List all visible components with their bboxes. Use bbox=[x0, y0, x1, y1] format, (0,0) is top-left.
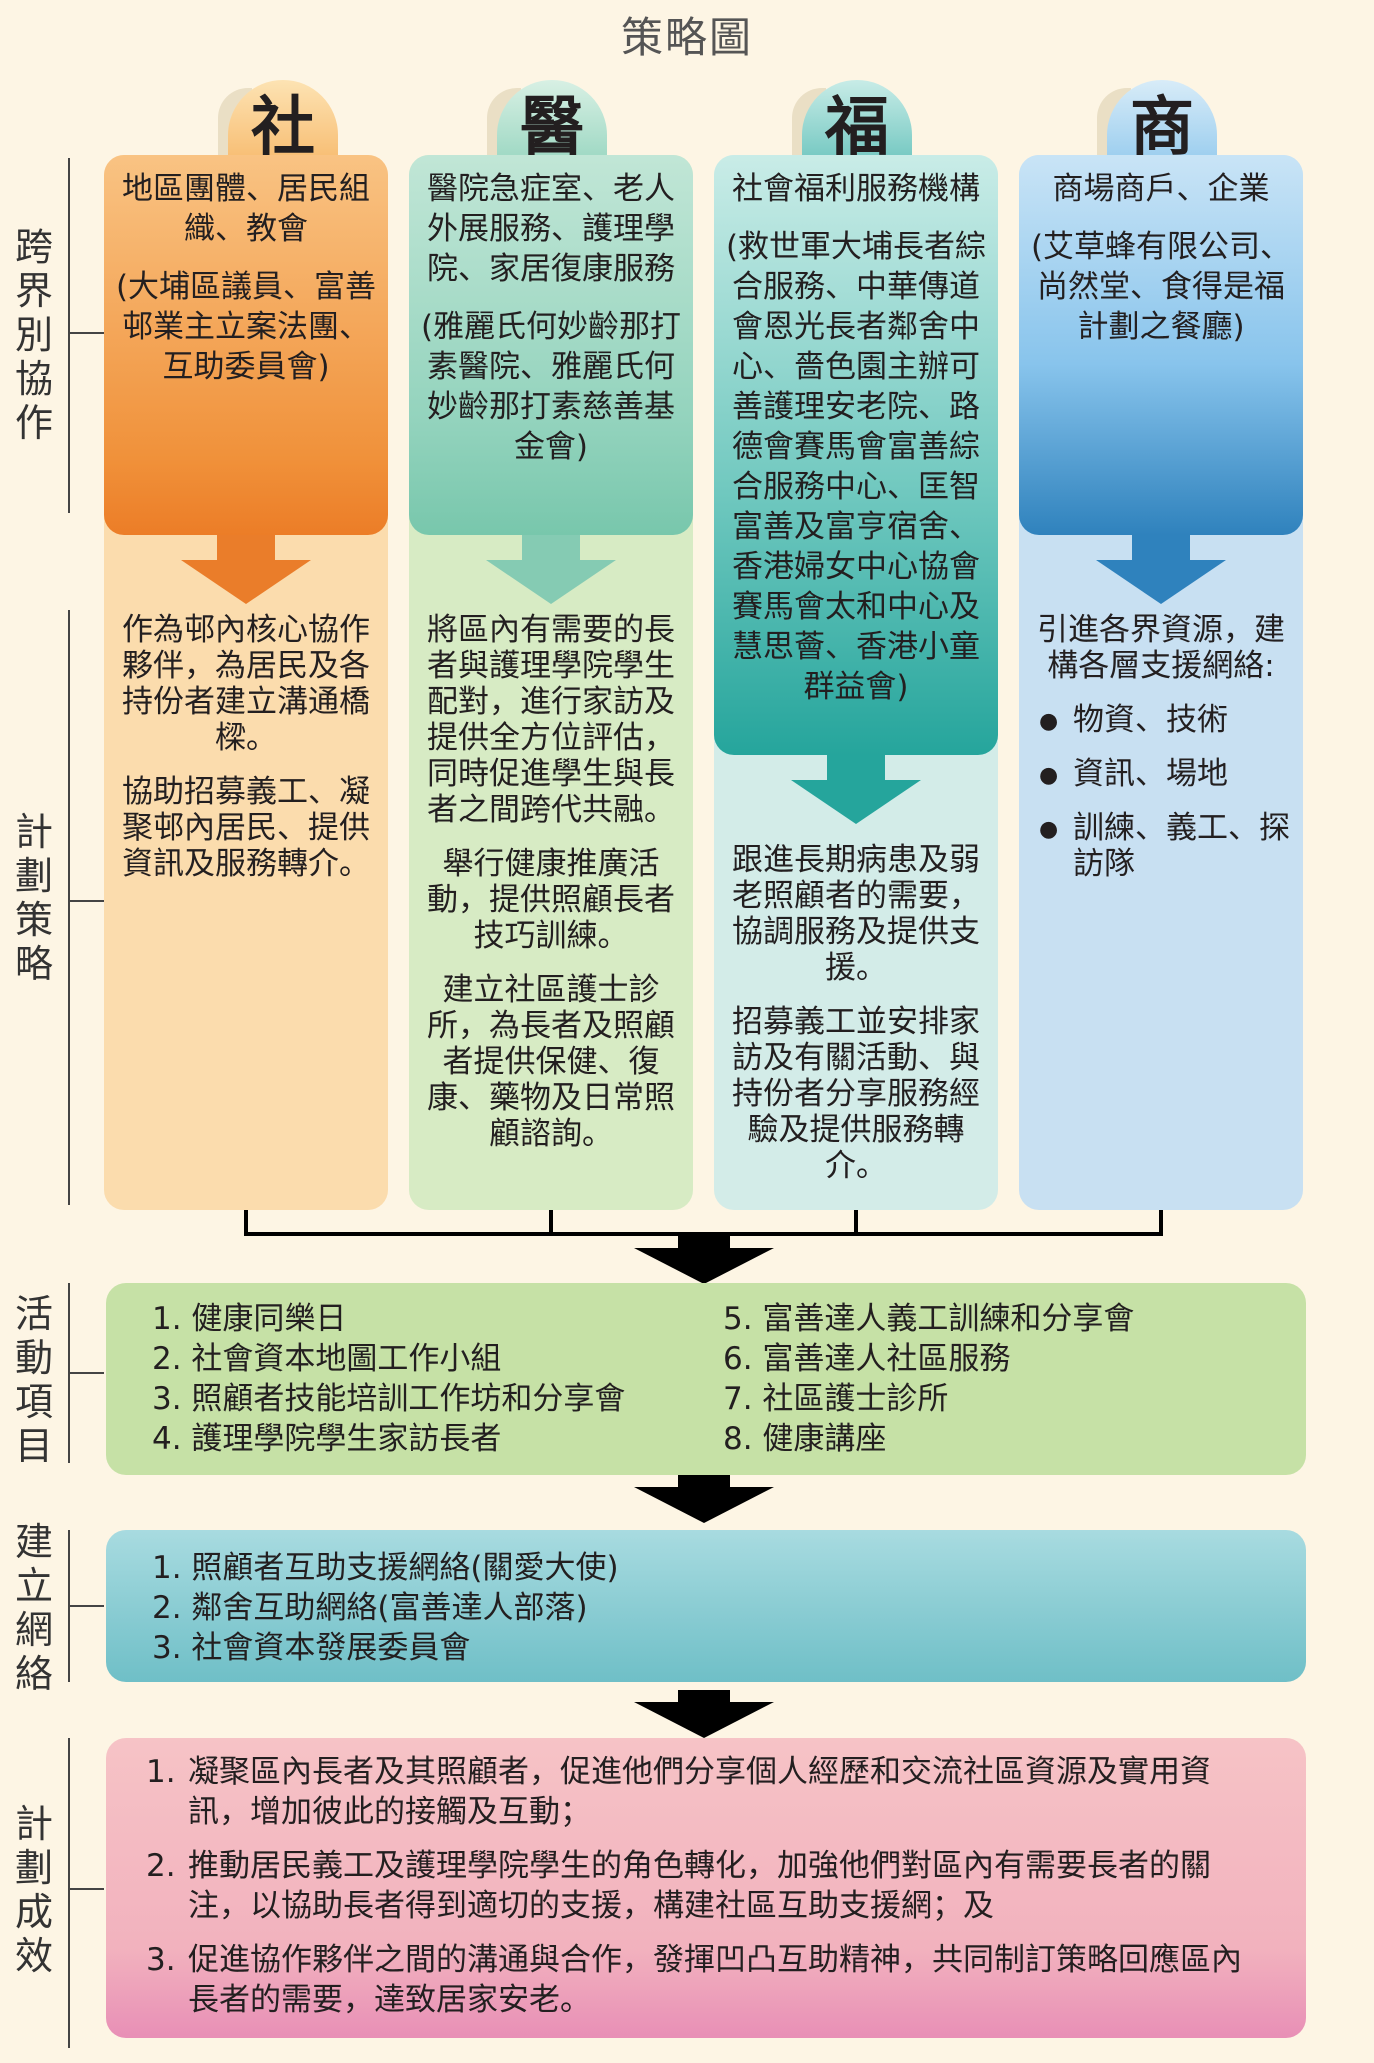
down-arrow-icon bbox=[1096, 560, 1226, 604]
bracket-tick bbox=[68, 1372, 104, 1374]
strategy-item: 協助招募義工、凝聚邨內居民、提供資訊及服務轉介。 bbox=[122, 774, 370, 882]
strategy-business: 引進各界資源，建構各層支援網絡: 物資、技術 資訊、場地 訓練、義工、探訪隊 bbox=[1019, 612, 1303, 900]
bracket-tick bbox=[68, 1605, 104, 1607]
list-item: 訓練、義工、探訪隊 bbox=[1029, 810, 1293, 882]
bracket-line bbox=[68, 1738, 70, 2048]
bracket-tick bbox=[68, 900, 104, 902]
side-label-collab: 跨界別協作 bbox=[14, 225, 53, 445]
outcome-item: 2. 推動居民義工及護理學院學生的角色轉化，加強他們對區內有需要長者的關注，以協… bbox=[146, 1846, 1266, 1926]
bracket-tick bbox=[68, 1888, 104, 1890]
side-label-outcome: 計劃成效 bbox=[14, 1802, 53, 1978]
partners-text: 社會福利服務機構 bbox=[732, 171, 980, 207]
list-item: 1. 健康同樂日 bbox=[152, 1301, 347, 1337]
list-item: 1. 照顧者互助支援網絡(關愛大使) bbox=[152, 1550, 619, 1586]
list-item: 4. 護理學院學生家訪長者 bbox=[152, 1421, 502, 1457]
activities-right: 5. 富善達人義工訓練和分享會 6. 富善達人社區服務 7. 社區護士診所 8.… bbox=[695, 1299, 1266, 1459]
partners-text: 醫院急症室、老人外展服務、護理學院、家居復康服務 bbox=[427, 171, 675, 287]
partners-text: 地區團體、居民組織、教會 bbox=[122, 171, 370, 247]
strategy-social: 作為邨內核心協作夥伴，為居民及各持份者建立溝通橋樑。 協助招募義工、凝聚邨內居民… bbox=[104, 612, 388, 900]
partners-detail: (大埔區議員、富善邨業主立案法團、互助委員會) bbox=[115, 269, 377, 385]
connector-line bbox=[244, 1232, 1163, 1236]
strategy-intro: 引進各界資源，建構各層支援網絡: bbox=[1037, 612, 1285, 684]
list-item: 6. 富善達人社區服務 bbox=[723, 1341, 1011, 1377]
list-item: 2. 社會資本地圖工作小組 bbox=[152, 1341, 502, 1377]
connector-line bbox=[854, 1210, 858, 1236]
strategy-welfare: 跟進長期病患及弱老照顧者的需要，協調服務及提供支援。 招募義工並安排家訪及有關活… bbox=[714, 842, 998, 1202]
bracket-line bbox=[68, 610, 70, 1205]
list-item: 7. 社區護士診所 bbox=[723, 1381, 949, 1417]
outcome-text: 凝聚區內長者及其照顧者，促進他們分享個人經歷和交流社區資源及實用資訊，增加彼此的… bbox=[188, 1754, 1211, 1830]
list-item: 資訊、場地 bbox=[1029, 756, 1293, 794]
partners-medical: 醫院急症室、老人外展服務、護理學院、家居復康服務 (雅麗氏何妙齡那打素醫院、雅麗… bbox=[409, 155, 693, 535]
arrow-shaft bbox=[678, 1690, 730, 1704]
partners-social: 地區團體、居民組織、教會 (大埔區議員、富善邨業主立案法團、互助委員會) bbox=[104, 155, 388, 535]
list-item: 3. 社會資本發展委員會 bbox=[152, 1630, 471, 1666]
activities-box: 1. 健康同樂日 2. 社會資本地圖工作小組 3. 照顧者技能培訓工作坊和分享會… bbox=[106, 1283, 1306, 1475]
partners-detail: (雅麗氏何妙齡那打素醫院、雅麗氏何妙齡那打素慈善基金會) bbox=[420, 309, 682, 465]
connector-line bbox=[1159, 1210, 1163, 1236]
partners-welfare: 社會福利服務機構 (救世軍大埔長者綜合服務、中華傳道會恩光長者鄰舍中心、嗇色園主… bbox=[714, 155, 998, 755]
outcome-number: 3. bbox=[146, 1942, 176, 1978]
down-arrow-icon bbox=[181, 560, 311, 604]
down-arrow-icon bbox=[791, 780, 921, 824]
outcome-box: 1. 凝聚區內長者及其照顧者，促進他們分享個人經歷和交流社區資源及實用資訊，增加… bbox=[106, 1738, 1306, 2038]
partners-business: 商場商戶、企業 (艾草蜂有限公司、尚然堂、食得是福計劃之餐廳) bbox=[1019, 155, 1303, 535]
bracket-line bbox=[68, 158, 70, 513]
outcome-item: 3. 促進協作夥伴之間的溝通與合作，發揮凹凸互助精神，共同制訂策略回應區內長者的… bbox=[146, 1940, 1266, 2020]
outcome-text: 推動居民義工及護理學院學生的角色轉化，加強他們對區內有需要長者的關注，以協助長者… bbox=[188, 1848, 1211, 1924]
outcome-number: 1. bbox=[146, 1754, 176, 1790]
bracket-tick bbox=[68, 332, 104, 334]
down-arrow-icon bbox=[634, 1248, 774, 1284]
partners-detail: (救世軍大埔長者綜合服務、中華傳道會恩光長者鄰舍中心、嗇色園主辦可善護理安老院、… bbox=[725, 229, 987, 705]
outcome-text: 促進協作夥伴之間的溝通與合作，發揮凹凸互助精神，共同制訂策略回應區內長者的需要，… bbox=[188, 1942, 1242, 2018]
strategy-item: 建立社區護士診所，為長者及照顧者提供保健、復康、藥物及日常照顧諮詢。 bbox=[427, 972, 675, 1152]
arrow-shaft bbox=[678, 1475, 730, 1489]
strategy-item: 舉行健康推廣活動，提供照顧長者技巧訓練。 bbox=[427, 846, 675, 954]
page-title: 策略圖 bbox=[620, 13, 753, 62]
side-label-network: 建立網絡 bbox=[14, 1520, 53, 1696]
partners-detail: (艾草蜂有限公司、尚然堂、食得是福計劃之餐廳) bbox=[1030, 229, 1292, 345]
strategy-item: 跟進長期病患及弱老照顧者的需要，協調服務及提供支援。 bbox=[732, 842, 980, 986]
connector-line bbox=[678, 1236, 730, 1250]
strategy-item: 將區內有需要的長者與護理學院學生配對，進行家訪及提供全方位評估，同時促進學生與長… bbox=[427, 612, 675, 828]
strategy-item: 招募義工並安排家訪及有關活動、與持份者分享服務經驗及提供服務轉介。 bbox=[732, 1004, 980, 1184]
list-item: 5. 富善達人義工訓練和分享會 bbox=[723, 1301, 1135, 1337]
side-label-activities: 活動項目 bbox=[14, 1292, 53, 1468]
list-item: 物資、技術 bbox=[1029, 702, 1293, 740]
down-arrow-icon bbox=[634, 1702, 774, 1738]
strategy-medical: 將區內有需要的長者與護理學院學生配對，進行家訪及提供全方位評估，同時促進學生與長… bbox=[409, 612, 693, 1170]
list-item: 3. 照顧者技能培訓工作坊和分享會 bbox=[152, 1381, 626, 1417]
connector-line bbox=[549, 1210, 553, 1236]
outcome-item: 1. 凝聚區內長者及其照顧者，促進他們分享個人經歷和交流社區資源及實用資訊，增加… bbox=[146, 1752, 1266, 1832]
strategy-list: 物資、技術 資訊、場地 訓練、義工、探訪隊 bbox=[1029, 702, 1293, 882]
down-arrow-icon bbox=[486, 560, 616, 604]
side-label-strategy: 計劃策略 bbox=[14, 810, 53, 986]
list-item: 2. 鄰舍互助網絡(富善達人部落) bbox=[152, 1590, 588, 1626]
connector-line bbox=[244, 1210, 248, 1236]
outcome-number: 2. bbox=[146, 1848, 176, 1884]
activities-left: 1. 健康同樂日 2. 社會資本地圖工作小組 3. 照顧者技能培訓工作坊和分享會… bbox=[152, 1299, 695, 1459]
strategy-item: 作為邨內核心協作夥伴，為居民及各持份者建立溝通橋樑。 bbox=[122, 612, 370, 756]
down-arrow-icon bbox=[634, 1487, 774, 1523]
network-box: 1. 照顧者互助支援網絡(關愛大使) 2. 鄰舍互助網絡(富善達人部落) 3. … bbox=[106, 1530, 1306, 1682]
partners-text: 商場商戶、企業 bbox=[1052, 171, 1270, 207]
list-item: 8. 健康講座 bbox=[723, 1421, 887, 1457]
